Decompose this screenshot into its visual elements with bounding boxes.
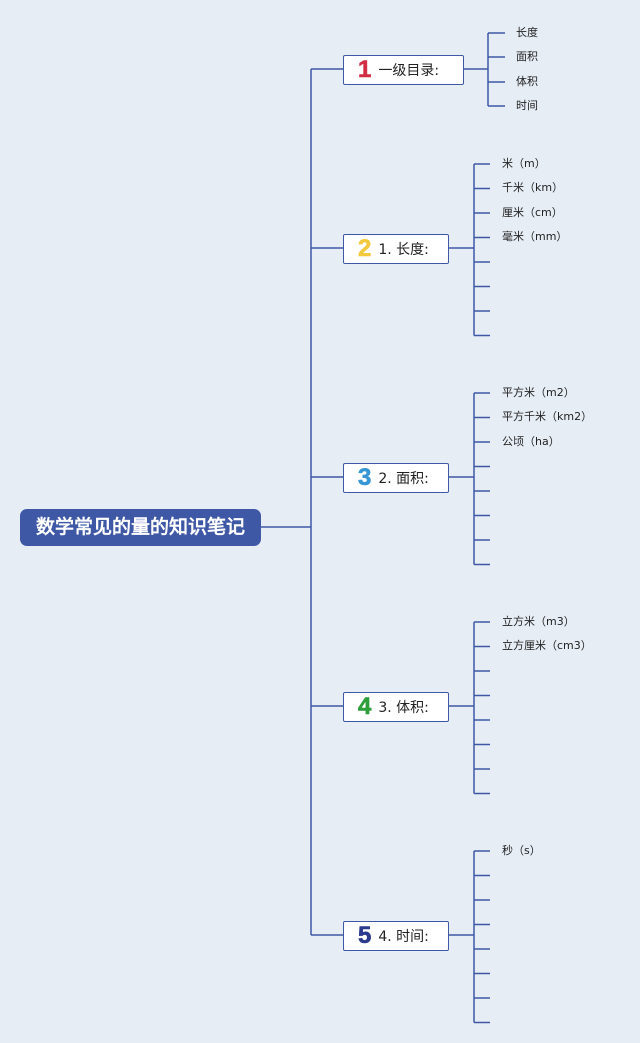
topic-volume[interactable]: 4 3. 体积:: [343, 692, 449, 722]
leaf-item[interactable]: 平方米（m2）: [502, 386, 575, 399]
root-node[interactable]: 数学常见的量的知识笔记: [20, 509, 261, 546]
leaf-item[interactable]: 厘米（cm）: [502, 206, 563, 219]
leaf-item[interactable]: 平方千米（km2）: [502, 410, 593, 423]
number-1-icon: 1: [358, 56, 372, 83]
number-5-icon: 5: [358, 922, 372, 949]
root-label: 数学常见的量的知识笔记: [35, 516, 245, 538]
topic-label: 2. 面积:: [378, 471, 429, 487]
topic-label: 1. 长度:: [378, 242, 429, 258]
number-3-icon: 3: [358, 464, 372, 491]
number-4-icon: 4: [358, 693, 372, 720]
leaf-item[interactable]: 秒（s）: [502, 844, 541, 857]
topic-time[interactable]: 5 4. 时间:: [343, 921, 449, 951]
leaf-item[interactable]: 长度: [516, 26, 538, 39]
leaf-item[interactable]: 面积: [516, 50, 538, 63]
leaf-item[interactable]: 毫米（mm）: [502, 230, 568, 243]
leaf-item[interactable]: 米（m）: [502, 157, 546, 170]
topic-label: 一级目录:: [378, 63, 440, 79]
leaf-item[interactable]: 千米（km）: [502, 181, 564, 194]
leaf-item[interactable]: 立方厘米（cm3）: [502, 639, 592, 652]
topic-length[interactable]: 2 1. 长度:: [343, 234, 449, 264]
topic-directory[interactable]: 1 一级目录:: [343, 55, 464, 85]
topic-label: 4. 时间:: [378, 929, 429, 945]
topic-area[interactable]: 3 2. 面积:: [343, 463, 449, 493]
topic-label: 3. 体积:: [378, 700, 429, 716]
leaf-item[interactable]: 时间: [516, 99, 538, 112]
leaf-item[interactable]: 体积: [516, 75, 538, 88]
leaf-item[interactable]: 公顷（ha）: [502, 435, 560, 448]
number-2-icon: 2: [358, 235, 372, 262]
leaf-item[interactable]: 立方米（m3）: [502, 615, 575, 628]
